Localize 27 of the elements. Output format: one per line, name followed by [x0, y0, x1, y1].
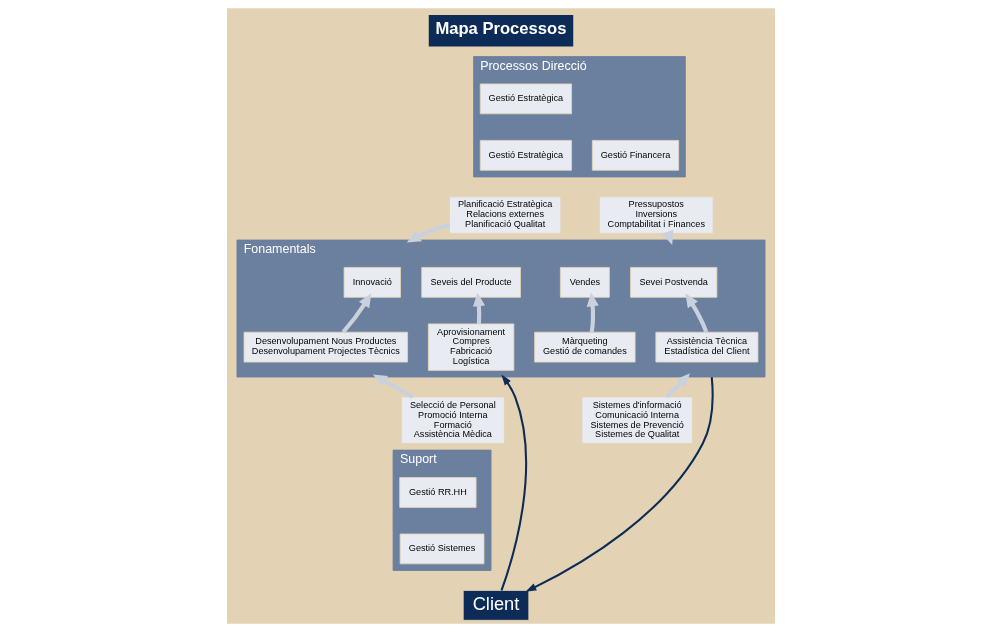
node-box: Client: [462, 590, 530, 621]
arrow: [406, 222, 451, 243]
node-box: Vendes: [559, 267, 610, 298]
node-box: Assistència Tècnica Estadística del Client: [655, 331, 759, 363]
node-box: Gestió RR.HH: [399, 477, 477, 508]
node-box: Aprovisionament Compres Fabricació Logística: [427, 323, 515, 371]
node-box: Gestió Financera: [591, 139, 680, 171]
node-box: Gestió Estratègica: [479, 139, 572, 171]
node-box: Gestió Estratègica: [479, 83, 572, 115]
node-box: Planificació Estratègica Relacions externes Planificació Qualitat: [449, 196, 562, 234]
node-box: Sistemes d'informació Comunicació Interna Sistemes de Prevenció Sistemes de Qualitat: [581, 396, 693, 444]
arrow: [586, 292, 599, 333]
arrow: [500, 374, 528, 591]
arrow: [373, 374, 414, 399]
diagram-title: Mapa Processos: [435, 19, 567, 39]
node-box: Sevei Postvenda: [630, 267, 718, 298]
arrow: [525, 376, 714, 592]
arrow: [472, 292, 486, 324]
arrow: [341, 293, 372, 334]
node-box: Gestió Sistemes: [399, 533, 485, 565]
node-box: Màrqueting Gestió de comandes: [534, 331, 636, 363]
node-box: Seveis del Producte: [421, 267, 521, 298]
node-box: Selecció de Personal Promoció Interna Formació Assistència Mèdica: [400, 396, 505, 444]
arrow: [665, 373, 691, 399]
node-box: Innovació: [343, 267, 401, 298]
arrow: [685, 293, 709, 333]
node-box: Desenvolupament Nous Productes Desenvolupament Projectes Tècnics: [243, 331, 408, 363]
